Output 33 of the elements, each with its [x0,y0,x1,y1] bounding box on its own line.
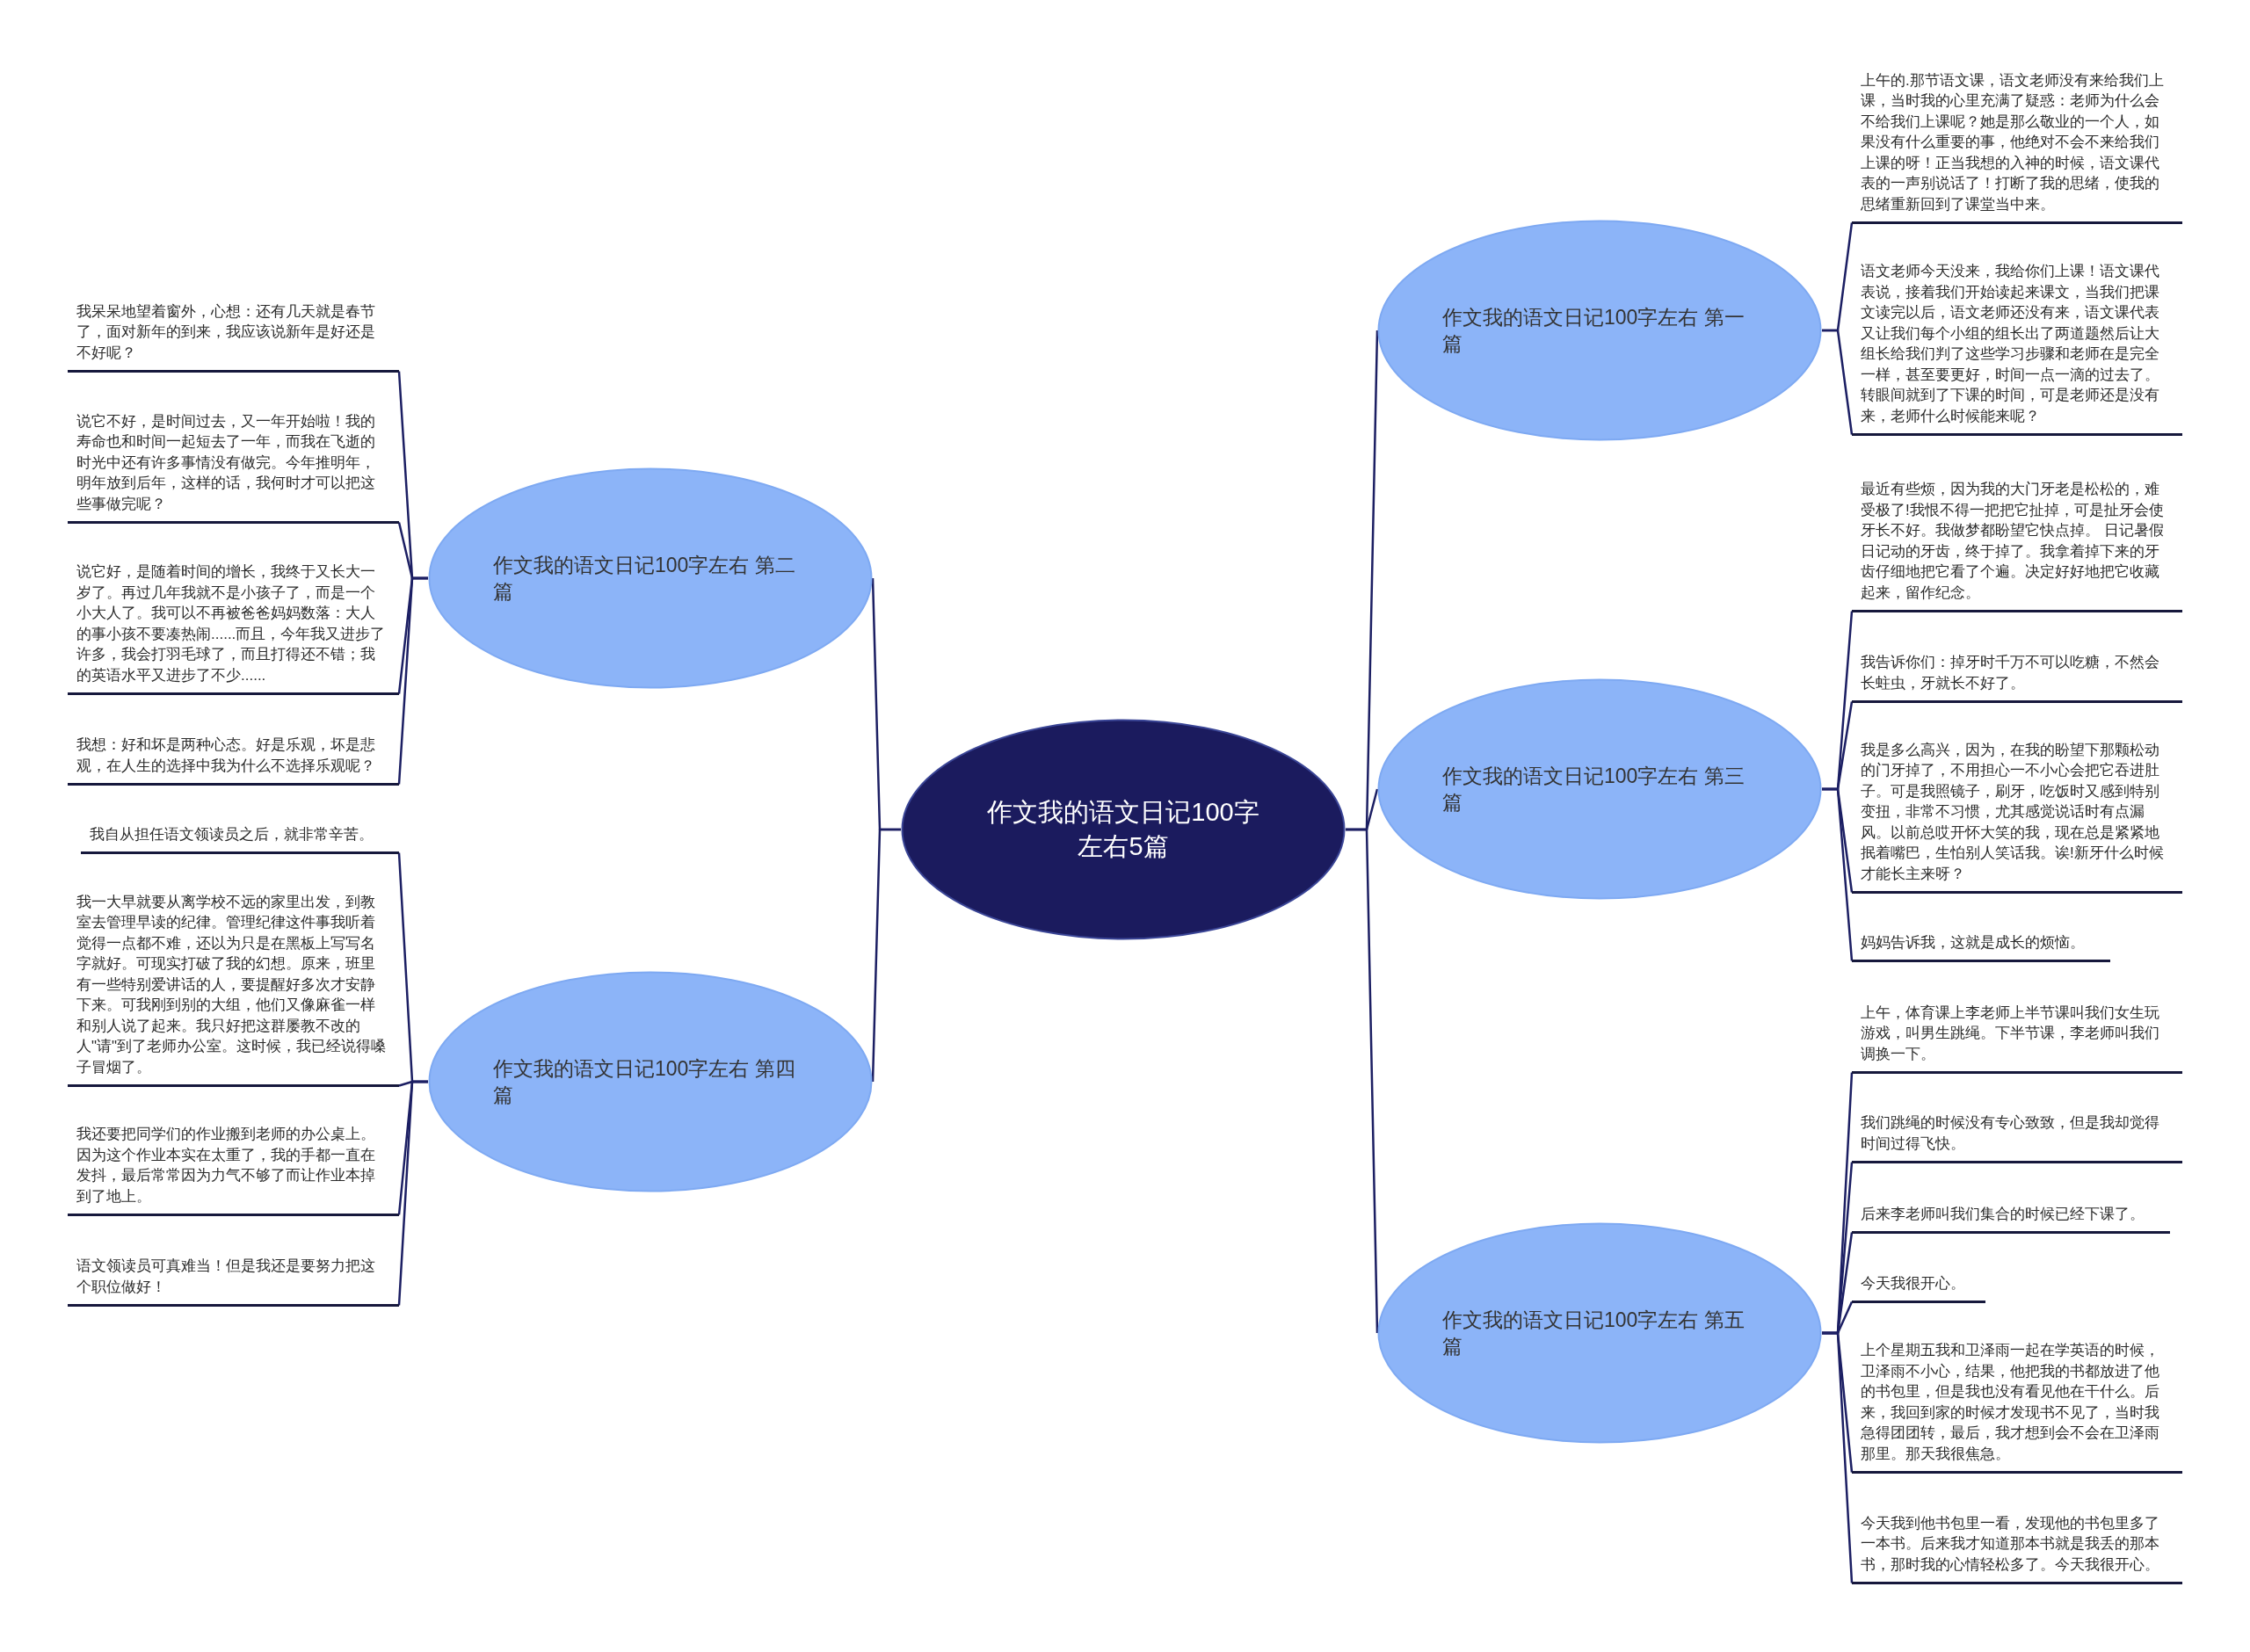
underlined-note: 上个星期五我和卫泽雨一起在学英语的时候，卫泽雨不小心，结果，他把我的书都放进了他的书包里，但是我也没有看见他在干什么。后来，我回到家的时候才发现书不见了，当时我急得团团转，最后，我才想到会不会在卫泽雨那里。那天我很焦急。 [1852,1340,2182,1474]
connector-line [1822,1331,1854,1583]
underlined-note: 后来李老师叫我们集合的时候已经下课了。 [1852,1203,2170,1234]
underlined-note: 妈妈告诉我，这就是成长的烦恼。 [1852,931,2110,962]
topic-ellipse: 作文我的语文日记100字左右 第三篇 [1377,678,1822,900]
underlined-note: 最近有些烦，因为我的大门牙老是松松的，难受极了!我恨不得一把把它扯掉，可是扯牙会使牙长不好。我做梦都盼望它快点掉。 日记暑假日记动的牙齿，终于掉了。我拿着掉下来的牙齿仔细地把它看了个遍。决定好好地把它收藏起来，留作纪念。 [1852,479,2182,612]
underlined-note: 我们跳绳的时候没有专心致致，但是我却觉得时间过得飞快。 [1852,1112,2182,1163]
underlined-note: 今天我很开心。 [1852,1272,1985,1303]
underlined-note: 我一大早就要从离学校不远的家里出发，到教室去管理早读的纪律。管理纪律这件事我听着觉得一点都不难，还以为只是在黑板上写写名字就好。可现实打破了我的幻想。原来，班里有一些特别爱讲话的人，要提醒好多次才安静下来。可我刚到别的大组，他们又像麻雀一样和别人说了起来。我只好把这群屡教不改的人"请"到了老师办公室。这时候，我已经说得嗓子冒烟了。 [68,891,399,1087]
connector-line [871,828,901,1083]
underlined-note: 说它好，是随着时间的增长，我终于又长大一岁了。再过几年我就不是小孩子了，而是一个小大人了。我可以不再被爸爸妈妈数落：大人的事小孩不要凑热闹......而且，今年我又进步了许多，我会打羽毛球了，而且打得还不错；我的英语水平又进步了不少...... [68,562,399,695]
underlined-note: 我想：好和坏是两种心态。好是乐观，坏是悲观，在人生的选择中我为什么不选择乐观呢？ [68,735,399,786]
underlined-note: 语文领读员可真难当！但是我还是要努力把这个职位做好！ [68,1256,399,1307]
underlined-note: 语文老师今天没来，我给你们上课！语文课代表说，接着我们开始读起来课文，当我们把课文读完以后，语文老师还没有来，语文课代表又让我们每个小组的组长出了两道题然后让大组长给我们判了这些学习步骤和老师在是完全一样，甚至要更好，时间一点一滴的过去了。转眼间就到了下课的时间，可是老师还是没有来，老师什么时候能来呢？ [1852,261,2182,436]
connector-line [1346,828,1379,1334]
underlined-note: 我是多么高兴，因为，在我的盼望下那颗松动的门牙掉了，不用担心一不小心会把它吞进肚子。可是我照镜子，刷牙，吃饭时又感到特别变扭，非常不习惯，尤其感觉说话时有点漏风。以前总哎开怀大笑的我，现在总是紧紧地抿着嘴巴，生怕别人笑话我。诶!新牙什么时候才能长主来呀？ [1852,739,2182,894]
connector-line [397,1080,428,1306]
underlined-note: 我告诉你们：掉牙时千万不可以吃糖，不然会长蛀虫，牙就长不好了。 [1852,652,2182,703]
topic-ellipse: 作文我的语文日记100字左右 第四篇 [428,971,873,1192]
underlined-note: 上午，体育课上李老师上半节课叫我们女生玩游戏，叫男生跳绳。下半节课，李老师叫我们调换一下。 [1852,1002,2182,1074]
underlined-note: 我呆呆地望着窗外，心想：还有几天就是春节了，面对新年的到来，我应该说新年是好还是不好呢？ [68,301,399,373]
underlined-note: 我自从担任语文领读员之后，就非常辛苦。 [81,823,399,854]
topic-ellipse: 作文我的语文日记100字左右 第二篇 [428,467,873,689]
topic-ellipse: 作文我的语文日记100字左右 第一篇 [1377,220,1822,441]
underlined-note: 上午的.那节语文课，语文老师没有来给我们上课，当时我的心里充满了疑惑：老师为什么会不给我们上课呢？她是那么敬业的一个人，如果没有什么重要的事，他绝对不会不来给我们上课的呀！正当我想的入神的时候，语文课代表的一声别说话了！打断了我的思绪，使我的思绪重新回到了课堂当中来。 [1852,69,2182,224]
underlined-note: 说它不好，是时间过去，又一年开始啦！我的寿命也和时间一起短去了一年，而我在飞逝的时光中还有许多事情没有做完。今年推明年，明年放到后年，这样的话，我何时才可以把这些事做完呢？ [68,410,399,524]
main-topic-ellipse: 作文我的语文日记100字左右5篇 [901,719,1346,940]
underlined-note: 今天我到他书包里一看，发现他的书包里多了一本书。后来我才知道那本书就是我丢的那本书，那时我的心情轻松多了。今天我很开心。 [1852,1512,2182,1584]
connector-line [397,576,428,785]
connector-line [1822,329,1854,435]
connector-line [1822,787,1854,961]
underlined-note: 我还要把同学们的作业搬到老师的办公桌上。因为这个作业本实在太重了，我的手都一直在发抖，最后常常因为力气不够了而让作业本掉到了地上。 [68,1124,399,1216]
topic-ellipse: 作文我的语文日记100字左右 第五篇 [1377,1222,1822,1444]
